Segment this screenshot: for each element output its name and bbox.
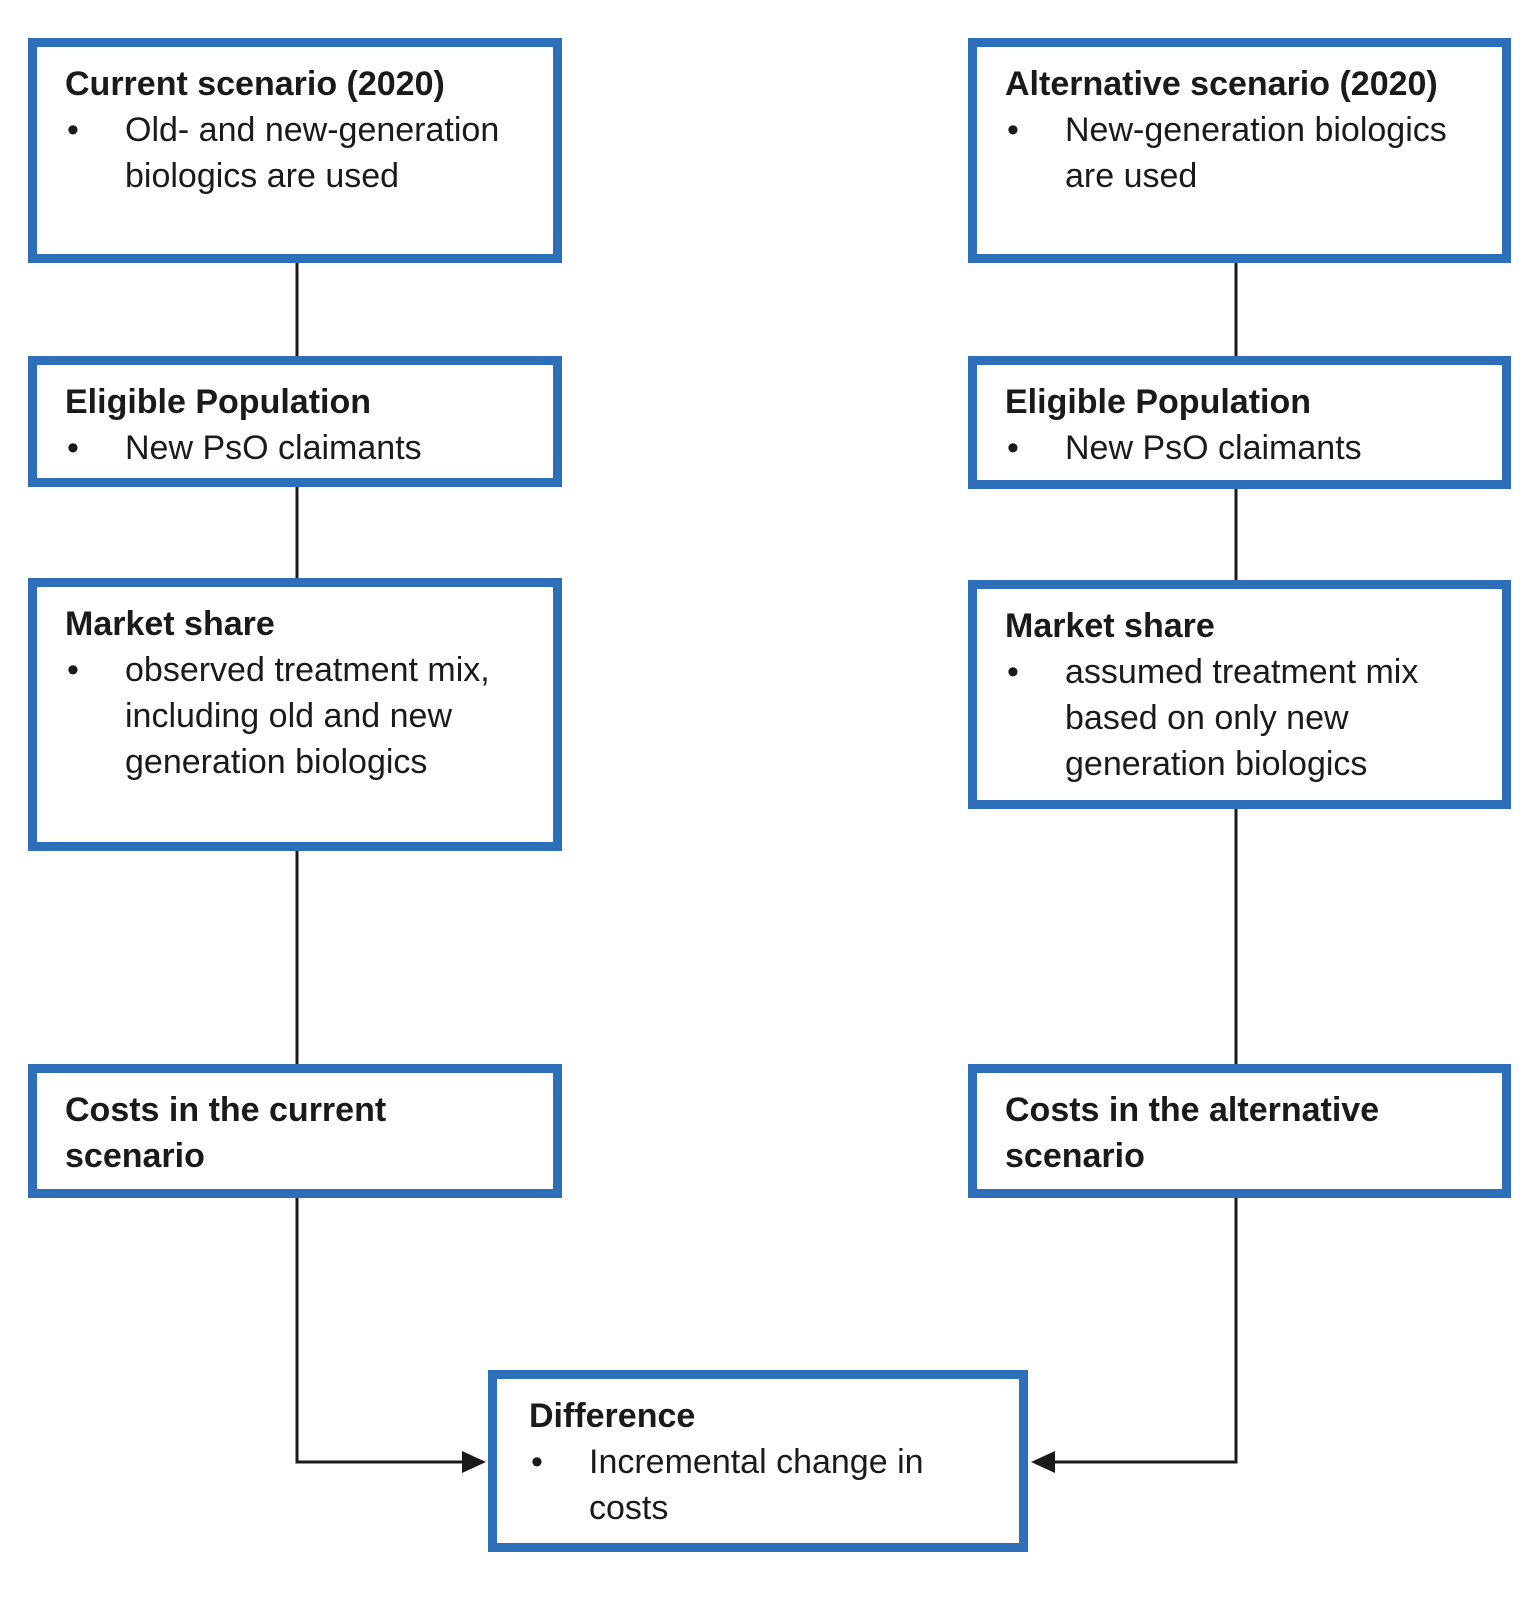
costs-current-scenario-box: Costs in the current scenario [28, 1064, 562, 1198]
current-scenario-bullets: • Old- and new-generation biologics are … [65, 107, 533, 199]
bullet-icon: • [1007, 111, 1019, 149]
bullet-icon: • [531, 1443, 543, 1481]
eligible-population-alternative-title: Eligible Population [1005, 383, 1311, 421]
market-share-alternative-bullets: • assumed treatment mix based on only ne… [1005, 649, 1482, 787]
list-item: • New PsO claimants [65, 425, 533, 471]
bullet-icon: • [67, 429, 79, 467]
alternative-scenario-bullets: • New-generation biologics are used [1005, 107, 1482, 199]
costs-alternative-scenario-title: Costs in the alternative scenario [1005, 1091, 1380, 1175]
alternative-scenario-bullet-text: New-generation biologics are used [1065, 111, 1447, 195]
eligible-population-alternative-box: Eligible Population • New PsO claimants [968, 356, 1511, 489]
market-share-current-title: Market share [65, 605, 275, 643]
arrow-costs-current-to-difference [295, 1198, 475, 1464]
list-item: • New PsO claimants [1005, 425, 1482, 471]
difference-bullet-text: Incremental change in costs [589, 1443, 924, 1527]
bullet-icon: • [1007, 653, 1019, 691]
market-share-alternative-bullet-text: assumed treatment mix based on only new … [1065, 653, 1419, 783]
arrowhead-left-icon [1031, 1451, 1055, 1473]
eligible-population-current-bullet-text: New PsO claimants [125, 429, 422, 467]
current-scenario-title: Current scenario (2020) [65, 65, 445, 103]
arrow-costs-alternative-to-difference [1042, 1198, 1238, 1464]
difference-bullets: • Incremental change in costs [529, 1439, 999, 1531]
eligible-population-alternative-bullet-text: New PsO claimants [1065, 429, 1362, 467]
market-share-alternative-title: Market share [1005, 607, 1215, 645]
market-share-current-bullet-text: observed treatment mix, including old an… [125, 651, 490, 781]
costs-alternative-scenario-box: Costs in the alternative scenario [968, 1064, 1511, 1198]
current-scenario-box: Current scenario (2020) • Old- and new-g… [28, 38, 562, 263]
eligible-population-current-title: Eligible Population [65, 383, 371, 421]
arrowhead-right-icon [462, 1451, 486, 1473]
alternative-scenario-title: Alternative scenario (2020) [1005, 65, 1438, 103]
eligible-population-current-bullets: • New PsO claimants [65, 425, 533, 471]
list-item: • assumed treatment mix based on only ne… [1005, 649, 1482, 787]
difference-title: Difference [529, 1397, 696, 1435]
bullet-icon: • [67, 111, 79, 149]
bullet-icon: • [1007, 429, 1019, 467]
list-item: • observed treatment mix, including old … [65, 647, 533, 785]
market-share-current-box: Market share • observed treatment mix, i… [28, 578, 562, 851]
alternative-scenario-box: Alternative scenario (2020) • New-genera… [968, 38, 1511, 263]
list-item: • New-generation biologics are used [1005, 107, 1482, 199]
costs-current-scenario-title: Costs in the current scenario [65, 1091, 387, 1175]
market-share-alternative-box: Market share • assumed treatment mix bas… [968, 580, 1511, 809]
bullet-icon: • [67, 651, 79, 689]
market-share-current-bullets: • observed treatment mix, including old … [65, 647, 533, 785]
eligible-population-alternative-bullets: • New PsO claimants [1005, 425, 1482, 471]
eligible-population-current-box: Eligible Population • New PsO claimants [28, 356, 562, 487]
current-scenario-bullet-text: Old- and new-generation biologics are us… [125, 111, 500, 195]
list-item: • Incremental change in costs [529, 1439, 999, 1531]
list-item: • Old- and new-generation biologics are … [65, 107, 533, 199]
difference-box: Difference • Incremental change in costs [488, 1370, 1028, 1552]
